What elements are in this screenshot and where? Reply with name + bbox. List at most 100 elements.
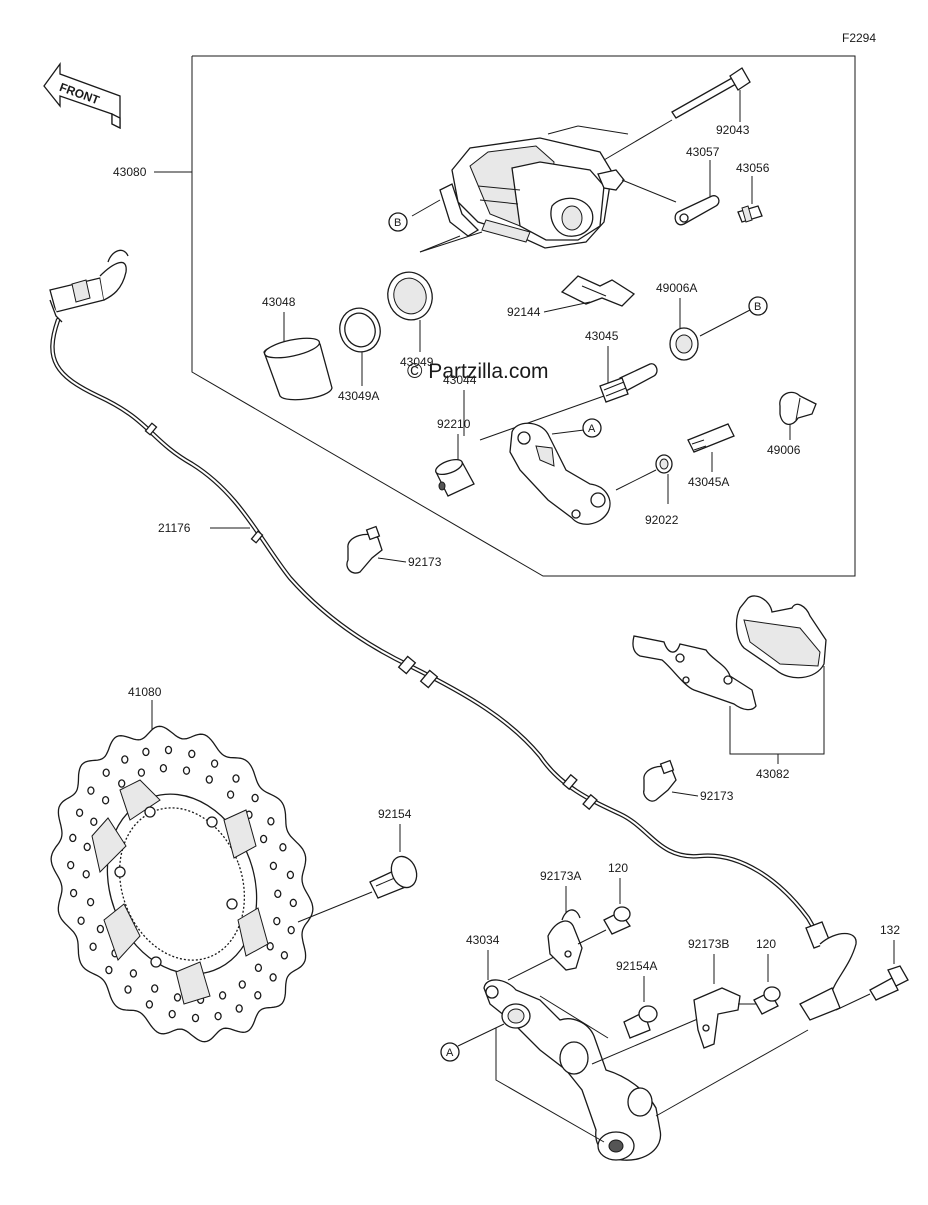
- disc-vent-hole: [287, 925, 295, 935]
- clamp-92173-lower: [643, 759, 677, 802]
- leader-92154-to-disc: [297, 891, 373, 923]
- disc-vent-hole: [142, 747, 150, 757]
- leader-43034-to-92173a: [507, 955, 557, 981]
- leader-43044-pin: [479, 395, 605, 441]
- disc-vent-hole: [168, 1009, 176, 1019]
- callout-43057: 43057: [686, 145, 720, 159]
- bleeder-cap-43057: [674, 195, 720, 226]
- disc-vent-hole: [129, 969, 138, 978]
- disc-vent-hole: [67, 860, 75, 870]
- leader-92043-bracket-top: [577, 125, 629, 135]
- disc-vent-hole: [137, 768, 146, 777]
- bolt-92043: [671, 67, 751, 119]
- disc-vent-hole: [124, 985, 132, 994]
- seal-43049: [387, 271, 433, 321]
- callout-43080: 43080: [113, 165, 147, 179]
- callout-43045a: 43045A: [688, 475, 729, 489]
- clamp-92173a: [547, 909, 583, 971]
- clamp-92173-upper: [346, 525, 383, 574]
- pad-spring-92144: [560, 275, 636, 307]
- callout-120-left: 120: [608, 861, 628, 875]
- disc-vent-hole: [77, 916, 85, 925]
- leader-92043-bracket-end: [547, 125, 579, 135]
- sensor-bracket-43034: [483, 979, 662, 1161]
- callout-43049: 43049: [400, 355, 434, 369]
- callout-92144: 92144: [507, 305, 541, 319]
- callout-92154: 92154: [378, 807, 412, 821]
- disc-vent-hole: [101, 795, 110, 805]
- callout-92154a: 92154A: [616, 959, 657, 973]
- leader-92173-lower: [671, 791, 699, 797]
- disc-vent-hole: [102, 768, 110, 777]
- disc-vent-hole: [226, 790, 235, 799]
- disc-vent-hole: [269, 861, 278, 871]
- leader-marker-b-lower: [699, 309, 751, 337]
- disc-vent-hole: [69, 888, 78, 898]
- callout-92043: 92043: [716, 123, 750, 137]
- leader-marker-b-upper: [411, 199, 441, 217]
- leader-92144: [543, 301, 591, 313]
- callout-92022: 92022: [645, 513, 679, 527]
- brake-pads-43082: [632, 595, 827, 711]
- clamp-92173b: [693, 987, 741, 1049]
- disc-vent-hole: [274, 889, 282, 899]
- callout-43045: 43045: [585, 329, 619, 343]
- front-arrow-icon: FRONT: [43, 62, 121, 130]
- disc-vent-hole: [145, 1000, 154, 1009]
- disc-vent-hole: [289, 898, 297, 908]
- disc-vent-hole: [191, 1013, 200, 1023]
- callout-43044: 43044: [443, 373, 477, 387]
- disc-vent-hole: [205, 775, 213, 784]
- leader-43082-bracket: [729, 666, 825, 755]
- disc-vent-hole: [86, 897, 95, 907]
- disc-vent-hole: [259, 834, 268, 844]
- marker-b-upper: [388, 212, 408, 232]
- abs-sensor-cable-21176: [49, 249, 857, 1021]
- callout-132: 132: [880, 923, 900, 937]
- disc-vent-hole: [238, 980, 246, 989]
- leader-marker-a-lower: [457, 1023, 505, 1047]
- leader-132-to-sensor: [835, 993, 871, 1011]
- disc-vent-hole: [83, 842, 91, 852]
- disc-vent-hole: [286, 870, 295, 880]
- bolt-92154a: [623, 1005, 658, 1039]
- figure-code: F2294: [842, 31, 876, 45]
- disc-vent-hole: [269, 973, 277, 982]
- disc-vent-hole: [254, 963, 263, 973]
- marker-a-lower-label: A: [446, 1047, 454, 1059]
- callout-43056: 43056: [736, 161, 770, 175]
- callout-43049a: 43049A: [338, 389, 379, 403]
- slide-pin-43045: [599, 363, 658, 403]
- disc-vent-hole: [121, 755, 129, 764]
- boot-49006a: [669, 327, 699, 361]
- leader-43034-to-92154a: [539, 995, 609, 1039]
- callout-43082: 43082: [756, 767, 790, 781]
- disc-vent-hole: [159, 763, 168, 773]
- marker-a-upper: [582, 418, 602, 438]
- callout-21176: 21176: [158, 521, 191, 535]
- disc-vent-hole: [69, 833, 77, 843]
- disc-vent-hole: [251, 793, 259, 803]
- leader-marker-a-upper: [551, 429, 585, 435]
- disc-vent-hole: [164, 745, 173, 755]
- brake-disc-41080: [50, 725, 314, 1043]
- disc-vent-hole: [210, 759, 219, 768]
- leader-caliper-seal-bracket: [419, 235, 461, 253]
- seal-43049a: [339, 307, 381, 353]
- disc-vent-hole: [151, 984, 159, 993]
- callout-43048: 43048: [262, 295, 296, 309]
- disc-vent-hole: [273, 916, 281, 926]
- bolt-92154: [369, 855, 418, 899]
- disc-vent-hole: [235, 1004, 243, 1013]
- leader-43034-to-bottom: [495, 1028, 605, 1143]
- disc-vent-hole: [82, 869, 90, 879]
- marker-b-upper-label: B: [394, 217, 401, 229]
- disc-vent-hole: [118, 779, 126, 788]
- bolt-120-left: [603, 906, 631, 935]
- piston-43048: [263, 337, 333, 401]
- callout-92173b: 92173B: [688, 937, 729, 951]
- disc-vent-hole: [90, 817, 98, 826]
- leader-43034-to-132: [655, 1029, 809, 1117]
